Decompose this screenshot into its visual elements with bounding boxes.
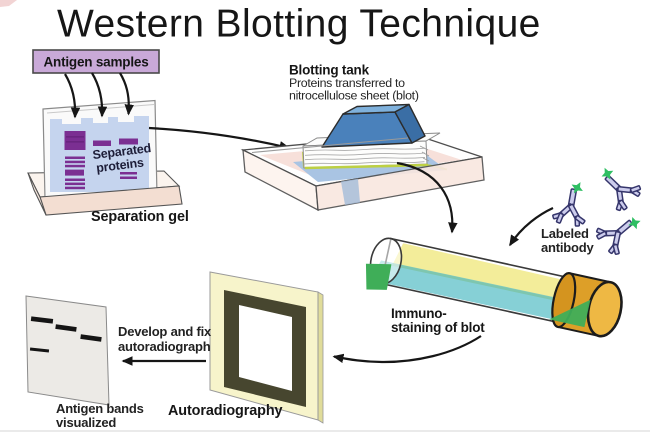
autoradiography-label: Autoradiography: [168, 403, 283, 419]
antibody-to-tube-arrow: [509, 207, 554, 247]
blot-corner-triangle: [549, 299, 591, 328]
labeled-antibody-line1: Labeled: [541, 226, 589, 241]
protein-band: [93, 140, 111, 146]
developed-film-group: Antigen bands visualized: [25, 295, 144, 430]
tube-blot-sheet: [370, 260, 579, 324]
antigen-samples-group: Antigen samples: [32, 49, 160, 119]
antibody-icon: [586, 156, 647, 217]
gel-to-tank-arrow: [148, 126, 291, 151]
sample-arrow-2: [91, 72, 108, 118]
sample-arrow-3: [119, 72, 134, 116]
protein-band: [65, 156, 85, 159]
paper-sheet-line: [304, 147, 426, 152]
antigen-samples-label: Antigen samples: [43, 55, 148, 70]
band-striation: [66, 136, 84, 138]
film-band: [55, 324, 77, 332]
staining-to-film-arrow: [332, 335, 482, 364]
paper-sheet-line: [304, 161, 425, 165]
protein-band: [119, 138, 138, 145]
band-striation: [66, 141, 84, 143]
immunostaining-line1: Immuno-: [391, 306, 447, 321]
protein-band: [65, 182, 85, 186]
sample-arrow-1: [64, 73, 81, 119]
staining-tube-group: [365, 237, 623, 338]
protein-band: [65, 160, 85, 164]
immunostaining-line2: staining of blot: [391, 320, 485, 335]
protein-band: [65, 186, 85, 190]
tube-yellow-sheet: [392, 243, 583, 305]
protein-band: [65, 164, 85, 168]
diagram-title: Western Blotting Technique: [57, 3, 541, 46]
buffer-block: [321, 103, 426, 148]
autoradiography-group: Autoradiography: [168, 271, 324, 424]
film-band: [80, 334, 102, 342]
blot-end-tab: [365, 263, 392, 290]
blotting-tank-title: Blotting tank: [289, 63, 370, 78]
film-band: [29, 347, 50, 353]
film-band: [30, 316, 54, 324]
blotting-tank-desc1: Proteins transferred to: [289, 76, 405, 90]
develop-line2: autoradiograph: [118, 339, 211, 354]
antigen-bands-line1: Antigen bands: [56, 401, 144, 416]
gel-tray-left: [27, 172, 47, 216]
paper-sheet-line: [304, 152, 426, 156]
visualized-bands: [29, 316, 102, 353]
develop-line1: Develop and fix: [118, 324, 212, 339]
antibody-icon: [549, 175, 594, 230]
labeled-antibody-line2: antibody: [541, 240, 595, 255]
antigen-bands-line2: visualized: [56, 415, 116, 430]
paper-sheet-edge: [422, 157, 430, 162]
separation-gel-label: Separation gel: [91, 209, 189, 225]
gel-bands-lane3: [119, 138, 138, 179]
blotting-tank-desc2: nitrocellulose sheet (blot): [289, 89, 419, 103]
tank-to-tube-arrow: [396, 161, 458, 234]
separated-proteins-label: Separated proteins: [92, 141, 152, 176]
separation-gel-group: Separated proteins Separation gel: [27, 99, 189, 225]
block-side: [394, 103, 426, 144]
protein-band: [120, 172, 137, 175]
protein-band: [120, 176, 137, 179]
corner-artifact: [0, 0, 17, 7]
paper-sheet-edge: [421, 151, 430, 157]
protein-band: [65, 178, 85, 181]
develop-group: Develop and fix autoradiograph: [118, 324, 212, 366]
immunostaining-group: Immuno- staining of blot: [332, 306, 485, 364]
protein-band: [65, 169, 84, 176]
protein-band: [64, 131, 86, 150]
separated-proteins-line2: proteins: [95, 156, 144, 176]
tank-inner-rim: [251, 137, 409, 153]
antigen-samples-box: [32, 49, 160, 74]
paper-sheet-line: [304, 156, 426, 161]
labeled-antibody-group: Labeled antibody: [509, 156, 650, 261]
cap-top-edge: [569, 272, 611, 284]
sheet-drape: [341, 178, 360, 205]
developed-film: [25, 295, 110, 406]
paper-sheet-edge: [419, 145, 429, 151]
film-window: [239, 305, 292, 391]
blotting-tank-group: Blotting tank Proteins transferred to ni…: [240, 63, 485, 212]
gel-bands-lane1: [64, 131, 86, 190]
xray-film-edge: [317, 291, 324, 424]
cap-bottom-edge: [557, 325, 600, 337]
